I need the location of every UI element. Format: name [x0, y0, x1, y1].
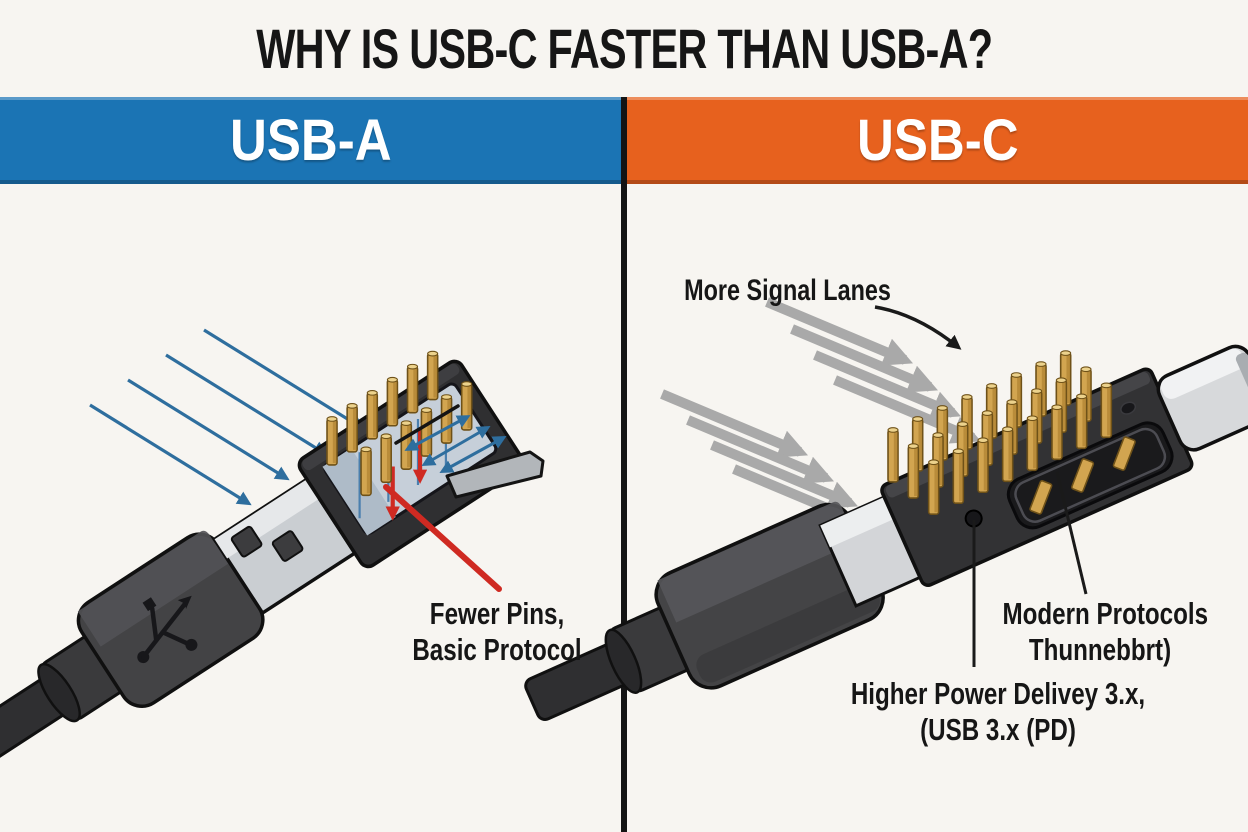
modern-protocols-line2: Thunnebbrt) — [1028, 631, 1172, 667]
usb-a-header: USB-A — [0, 97, 621, 184]
modern-protocols-label: Modern Protocols Thunnebbrt) — [1002, 596, 1209, 668]
title-band: WHY IS USB-C FASTER THAN USB-A? — [0, 0, 1248, 97]
higher-power-line2: (USB 3.x (PD) — [920, 711, 1076, 747]
usb-c-plug-overmold — [654, 501, 885, 690]
usb-c-oval-hole — [1120, 401, 1137, 415]
higher-power-line1: Higher Power Delivey 3.x, — [850, 676, 1146, 711]
usb-c-header-label: USB-C — [856, 108, 1019, 173]
more-signal-lanes-text: More Signal Lanes — [684, 274, 891, 307]
higher-power-label: Higher Power Delivey 3.x, (USB 3.x (PD) — [834, 676, 1162, 748]
fewer-pins-label: Fewer Pins, Basic Protocol — [403, 596, 590, 668]
fewer-pins-line1: Fewer Pins, — [429, 596, 565, 631]
usb-a-connector-illustration — [0, 350, 526, 803]
usb-c-side-cutout — [1006, 421, 1174, 530]
bidirectional-arrows — [404, 415, 507, 473]
fewer-pins-leader-line — [383, 484, 502, 592]
usb-a-header-label: USB-A — [229, 108, 392, 173]
usb-c-connector-illustration — [524, 344, 1248, 721]
panel-divider — [621, 97, 627, 832]
usb-a-tongue — [445, 450, 545, 499]
gray-signal-arrows — [660, 297, 982, 533]
blue-signal-arrows — [89, 328, 366, 506]
more-signal-lanes-label: More Signal Lanes — [684, 274, 891, 309]
usb-c-header: USB-C — [627, 97, 1248, 184]
modern-protocols-line1: Modern Protocols — [1002, 596, 1209, 631]
usb-a-metal-shroud — [212, 476, 358, 616]
fewer-pins-line2: Basic Protocol — [412, 631, 582, 667]
protocols-leader-line — [1055, 471, 1088, 595]
page-title: WHY IS USB-C FASTER THAN USB-A? — [255, 17, 993, 80]
usb-c-power-pin-hole — [964, 509, 983, 528]
usb-c-tip — [1156, 344, 1248, 452]
signal-lanes-annotation-arrow — [874, 305, 962, 350]
usb-trident-icon — [137, 595, 198, 664]
